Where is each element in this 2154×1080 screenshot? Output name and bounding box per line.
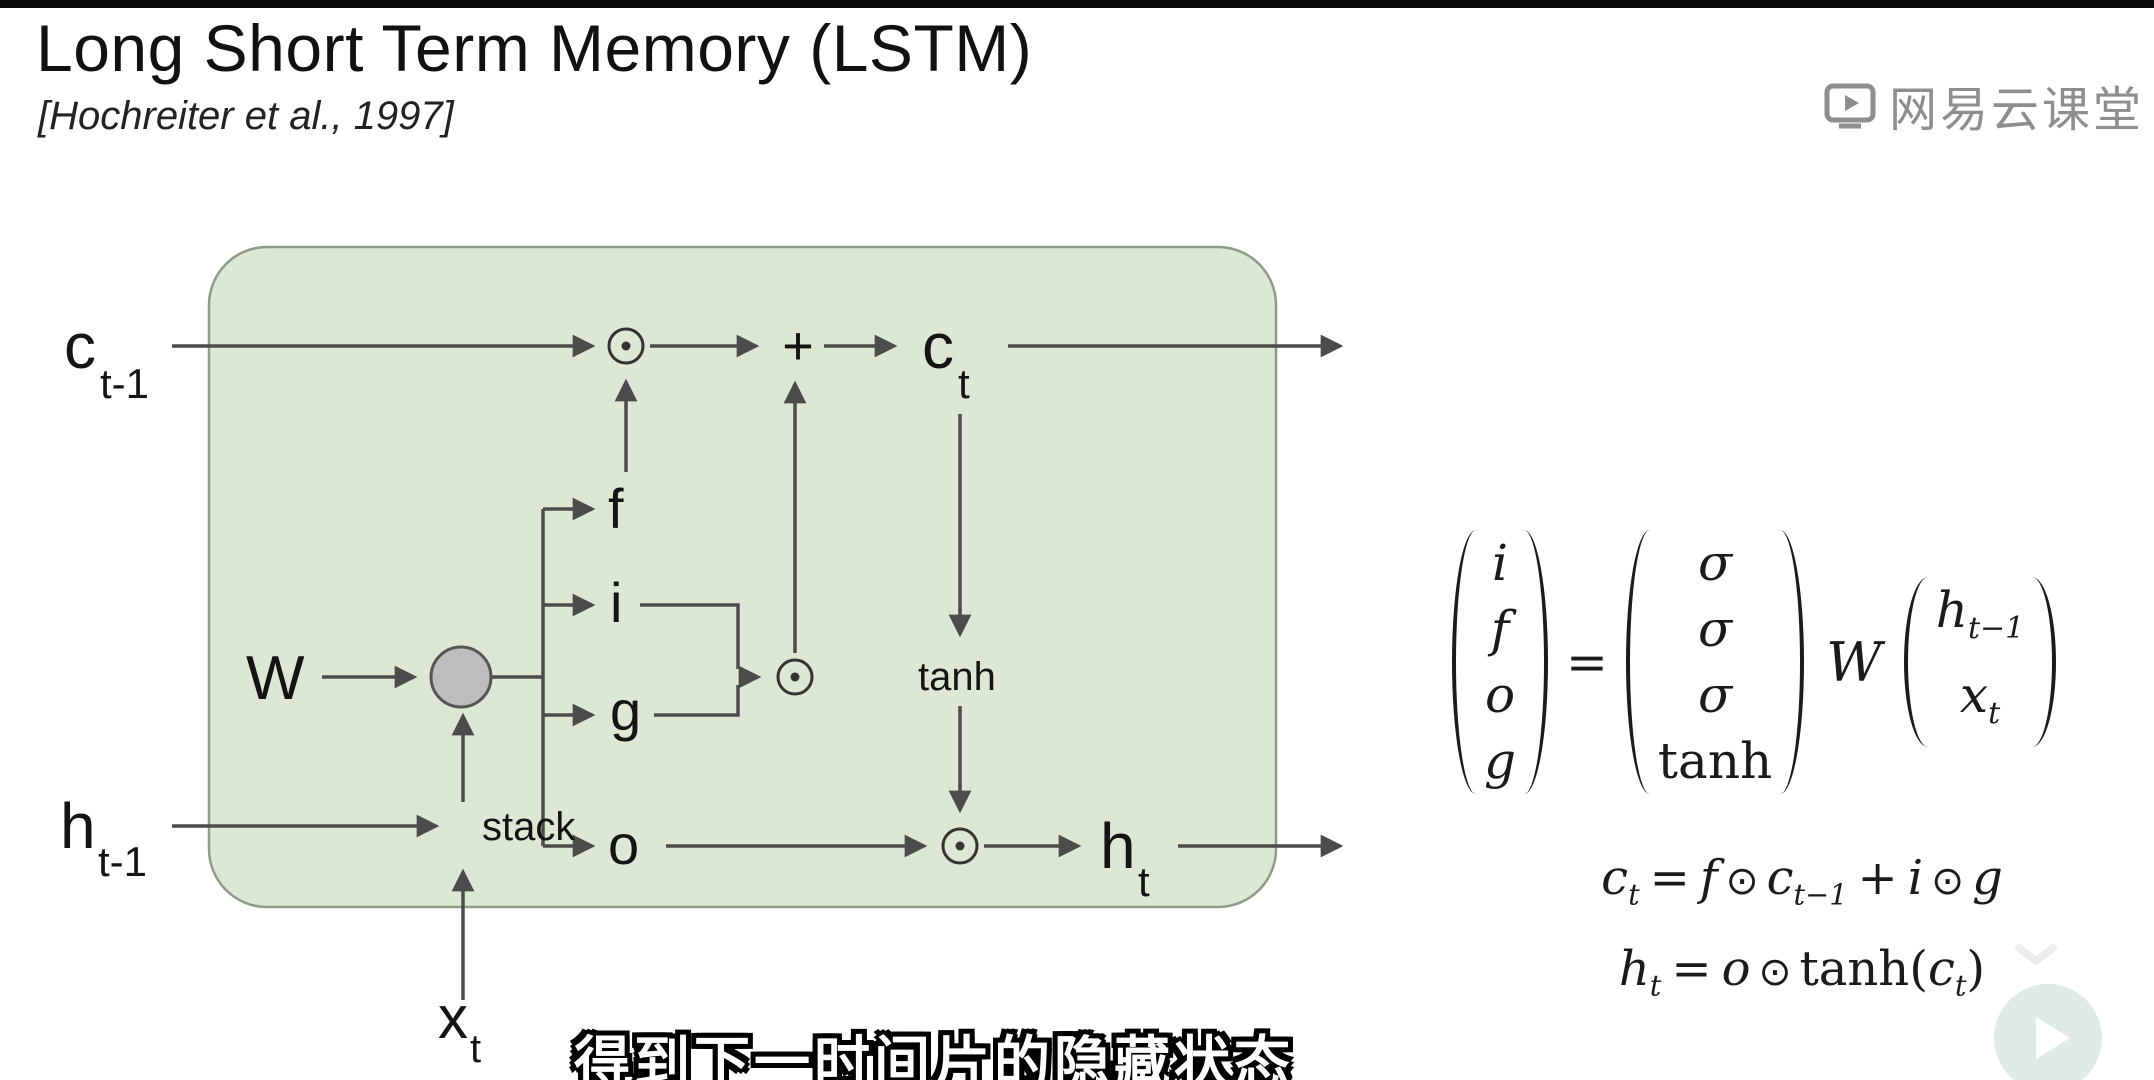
var-g: g [1972,850,2003,906]
screen-play-icon [1824,83,1876,129]
slide-title: Long Short Term Memory (LSTM) [36,11,1033,85]
equals-operator: = [1649,850,1690,906]
gate-vector: i f o g [1452,530,1549,794]
close-paren: ) [1966,940,1986,997]
c-current-label: c [922,310,954,382]
x-input-label: x [438,984,468,1051]
odot-operator: ⊙ [1931,858,1965,904]
h-current-subscript: t [1138,858,1150,905]
wire-g-corner [654,685,740,717]
left-paren [1903,577,1928,747]
sub-t: t [1649,968,1662,1003]
odot-forget-node [607,327,645,365]
left-paren [1452,530,1476,794]
vector-entry-o: o [1484,666,1516,724]
right-paren [2032,577,2057,747]
sub-t: t [1954,968,1967,1003]
tanh-function: tanh( [1799,940,1928,997]
h-prev-subscript: t-1 [98,838,147,885]
var-o: o [1721,940,1751,997]
output-gate-label: o [608,813,639,876]
var-c: c [1927,940,1955,997]
x-input-subscript: t [470,1027,481,1071]
activation-vector: σ σ σ tanh [1625,530,1805,794]
equations-panel: i f o g = σ σ σ tanh W [1452,530,2152,1015]
plus-node-label: + [782,316,814,376]
brand-watermark: 网易云课堂 [1823,70,2144,140]
diagram-wires [172,334,1344,1000]
weight-label: W [246,644,305,713]
play-button[interactable] [1994,984,2102,1080]
c-prev-label: c [64,310,96,382]
var-i: i [1907,850,1924,906]
vector-entry-tanh: tanh [1657,732,1773,790]
wire-i-corner [640,603,740,669]
matrix-equation: i f o g = σ σ σ tanh W [1452,530,2152,794]
var-f: f [1699,850,1718,906]
play-icon [2036,1017,2070,1059]
vector-entry-sigma: σ [1698,534,1733,592]
sub-t-minus-1: t−1 [1793,877,1848,912]
odot-output-node [941,827,979,865]
equals-operator: = [1671,940,1712,997]
vector-entry-sigma: σ [1698,666,1733,724]
h-prev-label: h [60,790,96,862]
vector-entry-x: xt [1959,666,2001,731]
stack-label: stack [482,805,576,849]
odot-operator: ⊙ [1725,858,1759,904]
vector-entry-sigma: σ [1698,600,1733,658]
c-current-subscript: t [958,360,970,407]
input-vector: ht−1 xt [1903,577,2057,747]
sub-t: t [1628,877,1640,912]
input-gate-label: i [610,571,622,634]
plus-operator: + [1857,850,1898,906]
vector-entry-f: f [1490,600,1510,658]
weight-multiply-node [429,645,493,709]
right-paren [1780,530,1805,794]
right-paren [1524,530,1549,794]
lstm-cell-box [207,245,1278,909]
vector-entry-g: g [1484,732,1517,790]
equals-operator: = [1566,633,1608,691]
weight-matrix-label: W [1826,630,1882,694]
slide-citation: [Hochreiter et al., 1997] [38,94,454,138]
odot-operator: ⊙ [1758,948,1792,995]
chevron-down-icon[interactable] [2014,944,2058,968]
left-paren [1625,530,1650,794]
tanh-label: tanh [918,655,996,699]
gate-gate-label: g [610,679,641,742]
subtitle-caption: 得到下一时间片的隐藏状态 [574,1031,1294,1080]
cell-state-equation: ct=f⊙ct−1+i⊙g [1452,848,2152,925]
forget-gate-label: f [608,477,624,540]
vector-entry-h-prev: ht−1 [1935,581,2025,646]
odot-input-node [776,658,814,696]
var-h: h [1618,940,1650,997]
top-letterbox-bar [0,0,2154,8]
brand-name: 网易云课堂 [1888,84,2144,137]
hidden-state-equation: ht=o⊙tanh(ct) [1452,939,2152,1016]
h-current-label: h [1100,810,1136,882]
vector-entry-i: i [1492,534,1508,592]
c-prev-subscript: t-1 [100,360,149,407]
var-c-prev: c [1766,850,1794,906]
var-c: c [1601,850,1629,906]
